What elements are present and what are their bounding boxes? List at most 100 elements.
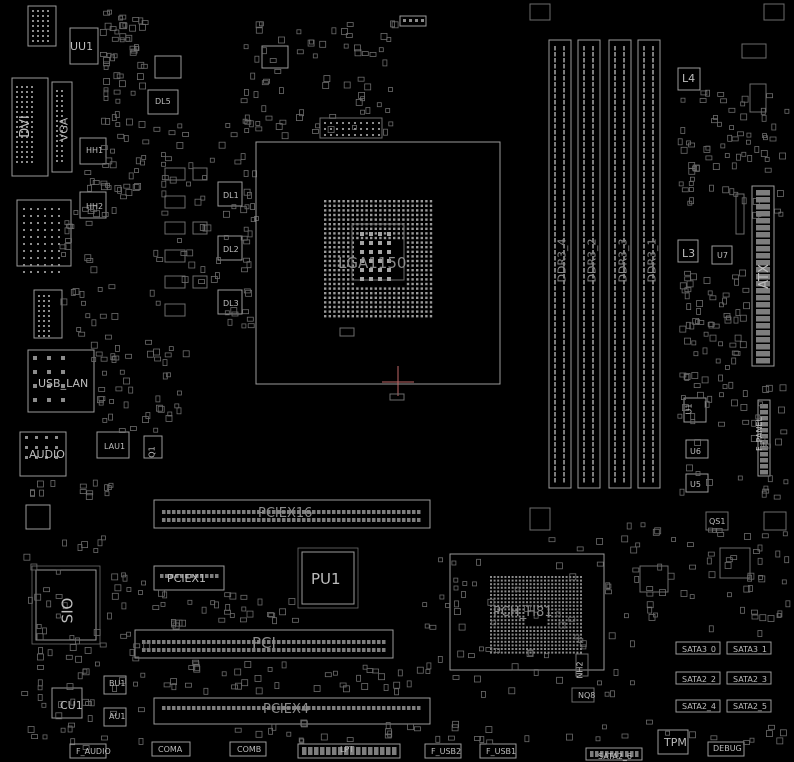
label-sata2: SATA3_1	[733, 645, 767, 654]
au1-chip	[103, 707, 127, 727]
label-pu1: PU1	[311, 570, 341, 588]
smd-cluster-sio	[21, 535, 151, 750]
label-uu1: UU1	[70, 40, 94, 53]
pciex1-pins	[160, 574, 219, 578]
f-usb1-header	[479, 743, 517, 759]
vrm-mosfet-2b	[164, 249, 186, 263]
sata-ctrl-chip	[719, 547, 751, 579]
label-pciex16: PCIEX16	[258, 506, 313, 521]
com-b-header	[229, 741, 267, 757]
label-lpt: LPT	[340, 745, 355, 754]
vrm-mosfet-3a	[164, 275, 186, 289]
dvi-pins	[16, 86, 33, 163]
label-u7: U7	[717, 251, 728, 260]
usb-stack-top-pins	[32, 10, 49, 42]
hh2-chip	[79, 191, 107, 219]
label-cpu-socket: LGA1150	[338, 254, 407, 272]
label-l3: L3	[682, 247, 696, 260]
audio-jack	[19, 431, 67, 477]
cm1-chip	[261, 45, 289, 69]
vrm-mosfet-1b	[164, 195, 186, 209]
label-dl2: DL2	[223, 245, 239, 254]
pciex4-slot	[153, 697, 431, 725]
label-dl1: DL1	[223, 191, 239, 200]
ddr-slot-4-pins-b	[652, 46, 654, 483]
ctrl-chip-top-left	[529, 3, 551, 21]
uu1-chip	[69, 27, 99, 65]
smd-cluster-bottom	[234, 719, 787, 745]
pciex16-slot	[153, 499, 431, 529]
smd-cluster-io-top	[99, 9, 149, 70]
label-sata6: SATA2_5	[733, 702, 767, 711]
q-vrm-right	[749, 83, 767, 113]
label-u6: U6	[690, 447, 701, 456]
l3-choke	[677, 239, 699, 263]
atx-side-header	[735, 193, 745, 235]
usb-connector-mid	[33, 289, 63, 339]
label-pch: PCH_H81	[493, 605, 553, 620]
label-sata1: SATA3_0	[682, 645, 716, 654]
vrm-mosfet-2a	[164, 221, 186, 235]
label-bu1: BU1	[109, 679, 126, 688]
dl5-choke	[147, 89, 179, 115]
label-sata3: SATA2_2	[682, 675, 716, 684]
sata-aux-chip	[639, 565, 669, 593]
cpu-lga-pads	[324, 200, 433, 318]
ddr-slot-1	[548, 39, 572, 489]
vrm-mosfet-3b	[164, 303, 186, 317]
smd-cluster-right-low	[677, 383, 789, 500]
label-usb-lan: USB_LAN	[38, 377, 89, 390]
label-nq8: NQ8	[578, 691, 596, 700]
cpu-crosshair-pad	[389, 393, 405, 401]
com-a-header	[151, 741, 191, 757]
pciex16-pins-bot	[162, 518, 421, 522]
label-ddr-b2: DDR3_1	[645, 238, 659, 283]
dl1-choke	[217, 181, 243, 207]
smd-cluster-vrm-left	[149, 119, 259, 326]
cpu-sense-pad	[339, 327, 355, 337]
nh2-chip	[575, 653, 589, 677]
ddr-slot-3	[608, 39, 632, 489]
label-f-usb1: F_USB1	[486, 747, 517, 756]
label-com-b: COMB	[237, 745, 262, 754]
debug-header	[707, 741, 745, 757]
usb-lan-pads	[33, 356, 65, 402]
label-ddr-a2: DDR3_2	[585, 238, 599, 283]
label-hh1: HH1	[86, 146, 104, 155]
smd-cluster-pcie-mid	[152, 589, 299, 630]
label-q1: Q1	[147, 446, 157, 458]
sata-port-4	[726, 671, 772, 685]
vga-pins	[56, 90, 63, 162]
debug-port-header	[585, 747, 643, 761]
label-u5: U5	[690, 480, 701, 489]
label-nh2: NH2	[575, 661, 585, 679]
ddr-slot-4	[637, 39, 661, 489]
label-pci: PCI	[252, 634, 276, 652]
label-lau1: LAU1	[104, 442, 126, 451]
sata-port-5	[675, 699, 721, 713]
pciex4-pins	[162, 706, 421, 710]
cpu-center-pads	[360, 232, 391, 281]
cc1-chip	[741, 43, 767, 59]
tpm-header	[657, 729, 689, 755]
cpu-caps-row	[319, 117, 383, 139]
vrm-driver-1	[192, 167, 208, 181]
label-com-a: COMA	[158, 745, 183, 754]
sio-outer	[31, 565, 101, 645]
sio-chip	[35, 569, 97, 641]
pciex16-pins-top	[162, 510, 421, 514]
smd-cluster-sata	[621, 522, 791, 637]
atx-pins	[756, 190, 770, 364]
debug-port-pins	[590, 751, 639, 757]
ddr-slot-2	[577, 39, 601, 489]
sys-fan-right	[763, 511, 787, 531]
smd-cluster-lan	[90, 339, 190, 434]
label-f-audio: F_AUDIO	[76, 747, 111, 756]
label-f-usb2: F_USB2	[431, 747, 462, 756]
ddr-slot-1-pins-b	[563, 46, 565, 483]
f-audio-header	[69, 743, 107, 759]
label-au1: AU1	[109, 712, 126, 721]
pci-pins-top	[142, 640, 386, 644]
pci-pins-bot	[142, 648, 386, 652]
